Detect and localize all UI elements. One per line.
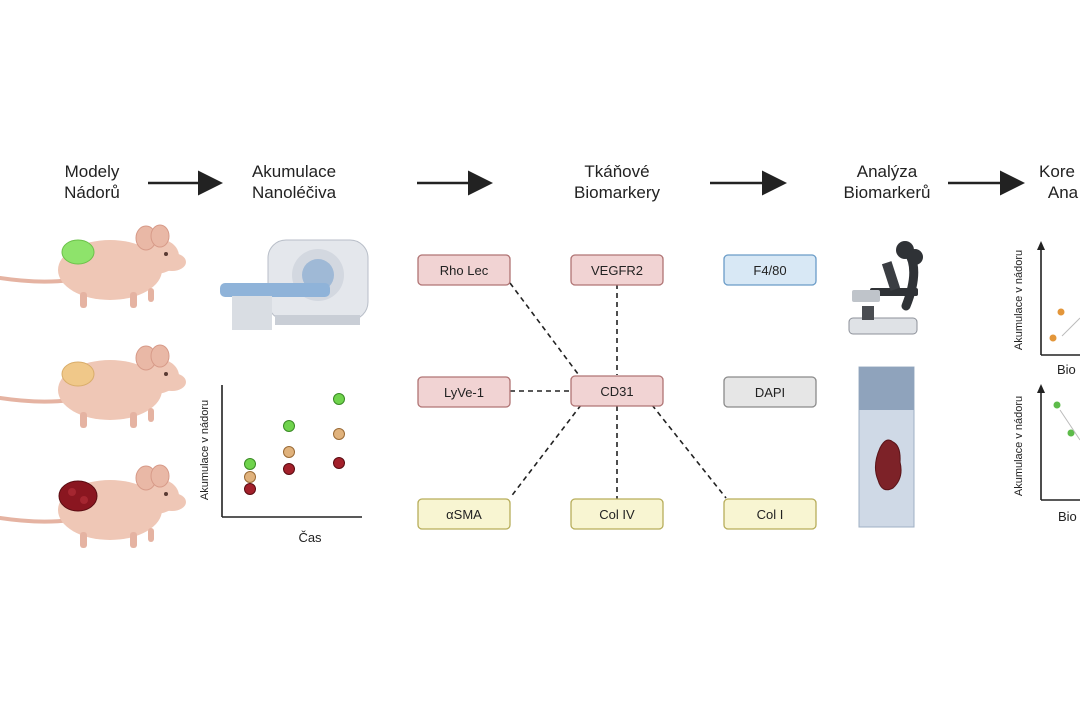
- svg-text:F4/80: F4/80: [753, 263, 786, 278]
- correlation-plot-1: Akumulace v nádoru Bio: [1013, 241, 1080, 377]
- tissue-slide-icon: [858, 366, 915, 528]
- correlation-plot-2: Akumulace v nádoru Bio: [1013, 384, 1080, 524]
- svg-text:Col IV: Col IV: [599, 507, 635, 522]
- accumulation-ylabel: Akumulace v nádoru: [199, 400, 211, 500]
- mri-scanner-icon: [220, 239, 369, 330]
- step-title-akumulace: Akumulace: [252, 162, 336, 181]
- svg-text:VEGFR2: VEGFR2: [591, 263, 643, 278]
- data-point-green: [1067, 429, 1075, 437]
- data-point-red: [333, 457, 345, 469]
- biomarker-box-asma: αSMA: [417, 498, 511, 530]
- step-title-kore: Kore: [1039, 162, 1075, 181]
- data-point-orange: [1049, 334, 1057, 342]
- data-point-green: [244, 458, 256, 470]
- biomarker-box-col-i: Col I: [723, 498, 817, 530]
- accumulation-plot: Akumulace v nádoru Čas: [199, 385, 362, 545]
- data-point-red: [244, 483, 256, 495]
- step-title-tkanove: Tkáňové: [584, 162, 649, 181]
- correlation-2-ylabel: Akumulace v nádoru: [1013, 396, 1025, 496]
- biomarker-box-f4-80: F4/80: [723, 254, 817, 286]
- correlation-2-xlabel: Bio: [1058, 509, 1077, 524]
- step-title-nadoru: Nádorů: [64, 183, 120, 202]
- biomarker-box-vegfr2: VEGFR2: [570, 254, 664, 286]
- biomarker-box-col-iv: Col IV: [570, 498, 664, 530]
- data-point-green: [333, 393, 345, 405]
- step-title-nanoleciva: Nanoléčiva: [252, 183, 337, 202]
- step-title-biomarkery: Biomarkery: [574, 183, 660, 202]
- accumulation-xlabel: Čas: [298, 530, 322, 545]
- data-point-tan: [333, 428, 345, 440]
- biomarker-box-rho-lec: Rho Lec: [417, 254, 511, 286]
- correlation-1-ylabel: Akumulace v nádoru: [1013, 250, 1025, 350]
- step-title-analyza: Analýza: [857, 162, 918, 181]
- svg-text:αSMA: αSMA: [446, 507, 482, 522]
- correlation-1-xlabel: Bio: [1057, 362, 1076, 377]
- biomarker-box-lyve-1: LyVe-1: [417, 376, 511, 408]
- microscope-icon: [848, 241, 923, 335]
- data-point-green: [1053, 401, 1061, 409]
- data-point-tan: [244, 471, 256, 483]
- biomarker-box-dapi: DAPI: [723, 376, 817, 408]
- step-title-biomarkeru: Biomarkerů: [844, 183, 931, 202]
- mouse-red-tumor-icon: [0, 463, 188, 550]
- data-point-red: [283, 463, 295, 475]
- step-title-ana: Ana: [1048, 183, 1079, 202]
- mouse-green-tumor-icon: [0, 223, 188, 310]
- svg-text:DAPI: DAPI: [755, 385, 785, 400]
- data-point-green: [283, 420, 295, 432]
- step-title-modely: Modely: [65, 162, 120, 181]
- data-point-tan: [283, 446, 295, 458]
- svg-text:Rho Lec: Rho Lec: [440, 263, 489, 278]
- svg-text:LyVe-1: LyVe-1: [444, 385, 484, 400]
- mouse-tan-tumor-icon: [0, 343, 188, 430]
- svg-text:CD31: CD31: [600, 384, 633, 399]
- svg-text:Col I: Col I: [757, 507, 784, 522]
- biomarker-box-cd31: CD31: [570, 375, 664, 407]
- data-point-orange: [1057, 308, 1065, 316]
- biomarker-connections: [509, 282, 727, 499]
